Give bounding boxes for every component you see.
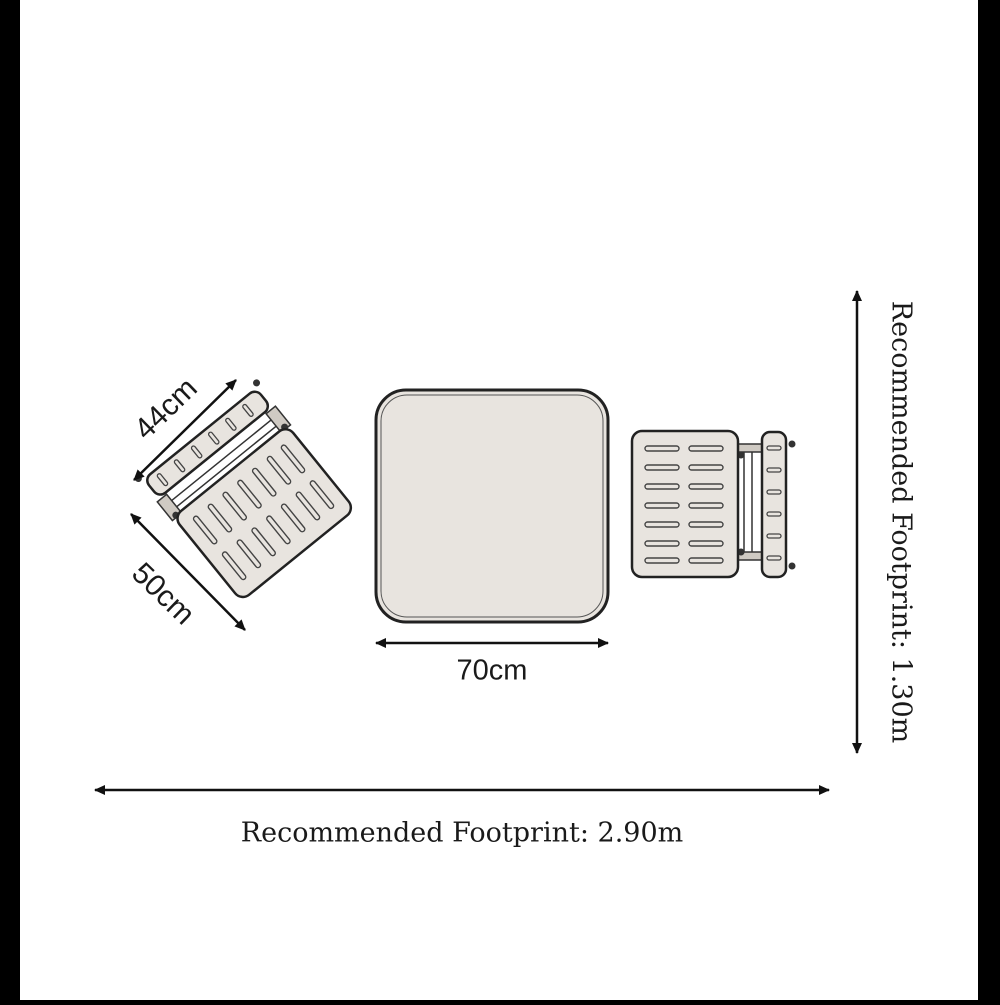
furniture-layout-diagram: 44cm 50cm 70cm Recommended Footprint: 2.… (20, 0, 978, 1000)
footprint-depth-label: Recommended Footprint: 1.30m (886, 301, 917, 743)
table-top-outer (374, 388, 610, 624)
chair-depth-arrow (130, 513, 246, 631)
chair-right-backrest (760, 430, 788, 579)
table-top-inner (380, 394, 604, 618)
diagram-canvas: 44cm 50cm 70cm Recommended Footprint: 2.… (20, 0, 978, 1000)
chair-width-arrow (133, 379, 237, 481)
chair-right-slats (644, 445, 724, 564)
chair-right (630, 429, 796, 579)
table-width-label: 70cm (457, 655, 528, 687)
table (374, 388, 610, 624)
footprint-width-label: Recommended Footprint: 2.90m (241, 818, 683, 849)
